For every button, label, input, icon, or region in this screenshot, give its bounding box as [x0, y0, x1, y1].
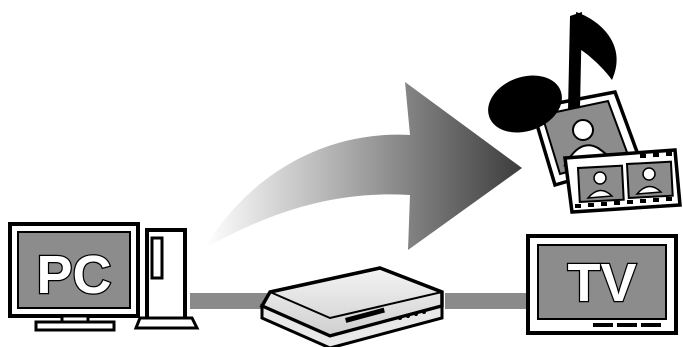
pc-tower-icon	[136, 230, 197, 328]
cable-right	[445, 293, 530, 309]
tv-label: TV	[567, 253, 636, 313]
pc-label: PC	[36, 245, 111, 305]
transfer-arrow-icon	[205, 82, 522, 250]
tv-icon: TV	[528, 236, 676, 333]
pc-monitor-icon: PC	[10, 224, 138, 330]
cable-left	[190, 293, 270, 309]
film-strip-icon	[565, 150, 680, 212]
media-player-icon	[262, 268, 442, 347]
